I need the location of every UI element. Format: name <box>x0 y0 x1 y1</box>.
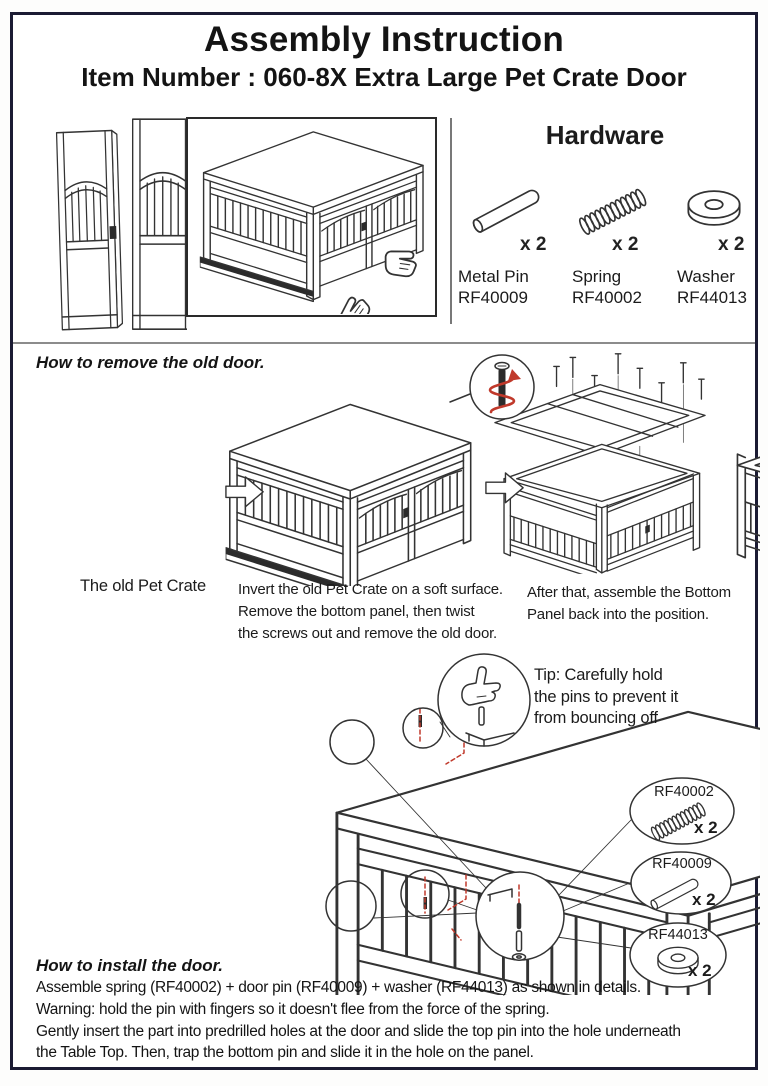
instruction-line: Warning: hold the pin with fingers so it… <box>36 1000 550 1018</box>
remove-section-heading: How to remove the old door. <box>36 353 265 372</box>
pointing-hand-icon <box>335 292 374 314</box>
pointing-hand-icon <box>382 247 419 279</box>
metal-pin-icon <box>470 187 542 235</box>
item-number-subtitle: Item Number : 060-8X Extra Large Pet Cra… <box>81 62 687 92</box>
spring-label: Spring <box>572 267 622 286</box>
pin-callout-code: RF40009 <box>652 856 712 872</box>
new-crate-box <box>186 117 437 317</box>
install-section-heading: How to install the door. <box>36 956 223 975</box>
step3-caption: After that, assemble the Bottom Panel ba… <box>527 584 731 623</box>
horizontal-divider <box>13 342 755 344</box>
old-crate-illustration <box>226 404 471 586</box>
page-title: Assembly Instruction <box>204 20 564 59</box>
crate-with-hands-illustration <box>188 119 434 314</box>
instruction-line: the Table Top. Then, trap the bottom pin… <box>36 1044 534 1062</box>
install-door-illustration <box>20 653 760 995</box>
two-doors-illustration <box>12 112 187 337</box>
washer-label: Washer <box>677 267 735 286</box>
install-instructions: Assemble spring (RF40002) + door pin (RF… <box>36 977 758 1064</box>
spring-callout-code: RF40002 <box>654 784 714 800</box>
remove-steps-illustration <box>14 350 760 586</box>
metal-pin-label: Metal Pin <box>458 267 529 286</box>
spring-item: Spring RF40002 <box>572 266 642 308</box>
spring-callout-qty: x 2 <box>694 818 718 837</box>
washer-icon <box>687 190 741 226</box>
step2-caption: Invert the old Pet Crate on a soft surfa… <box>238 581 503 642</box>
crate-top-hole-circle <box>329 719 375 765</box>
door-top-pin-circle <box>402 707 444 749</box>
washer-item: Washer RF44013 <box>677 266 747 308</box>
crate-bottom-hole-circle <box>325 880 377 932</box>
assembled-bottom-panel-illustration <box>737 421 760 581</box>
instruction-line: Assemble spring (RF40002) + door pin (RF… <box>36 979 641 996</box>
washer-code: RF44013 <box>677 288 747 307</box>
door-bottom-pin-circle <box>400 869 450 919</box>
metal-pin-qty: x 2 <box>520 234 547 255</box>
tip-text: Tip: Carefully hold the pins to prevent … <box>534 666 679 727</box>
washer-qty: x 2 <box>718 234 745 255</box>
hardware-title: Hardware <box>545 120 665 150</box>
spring-icon <box>577 187 649 237</box>
washer-callout-code: RF44013 <box>648 927 708 943</box>
spring-qty: x 2 <box>612 234 639 255</box>
metal-pin-code: RF40009 <box>458 288 528 307</box>
vertical-divider <box>450 118 452 324</box>
metal-pin-item: Metal Pin RF40009 <box>458 266 529 308</box>
pin-callout-qty: x 2 <box>692 890 716 909</box>
step1-caption: The old Pet Crate <box>80 577 206 595</box>
spring-code: RF40002 <box>572 288 642 307</box>
washer-callout-qty: x 2 <box>688 961 712 980</box>
instruction-line: Gently insert the part into predrilled h… <box>36 1022 681 1040</box>
